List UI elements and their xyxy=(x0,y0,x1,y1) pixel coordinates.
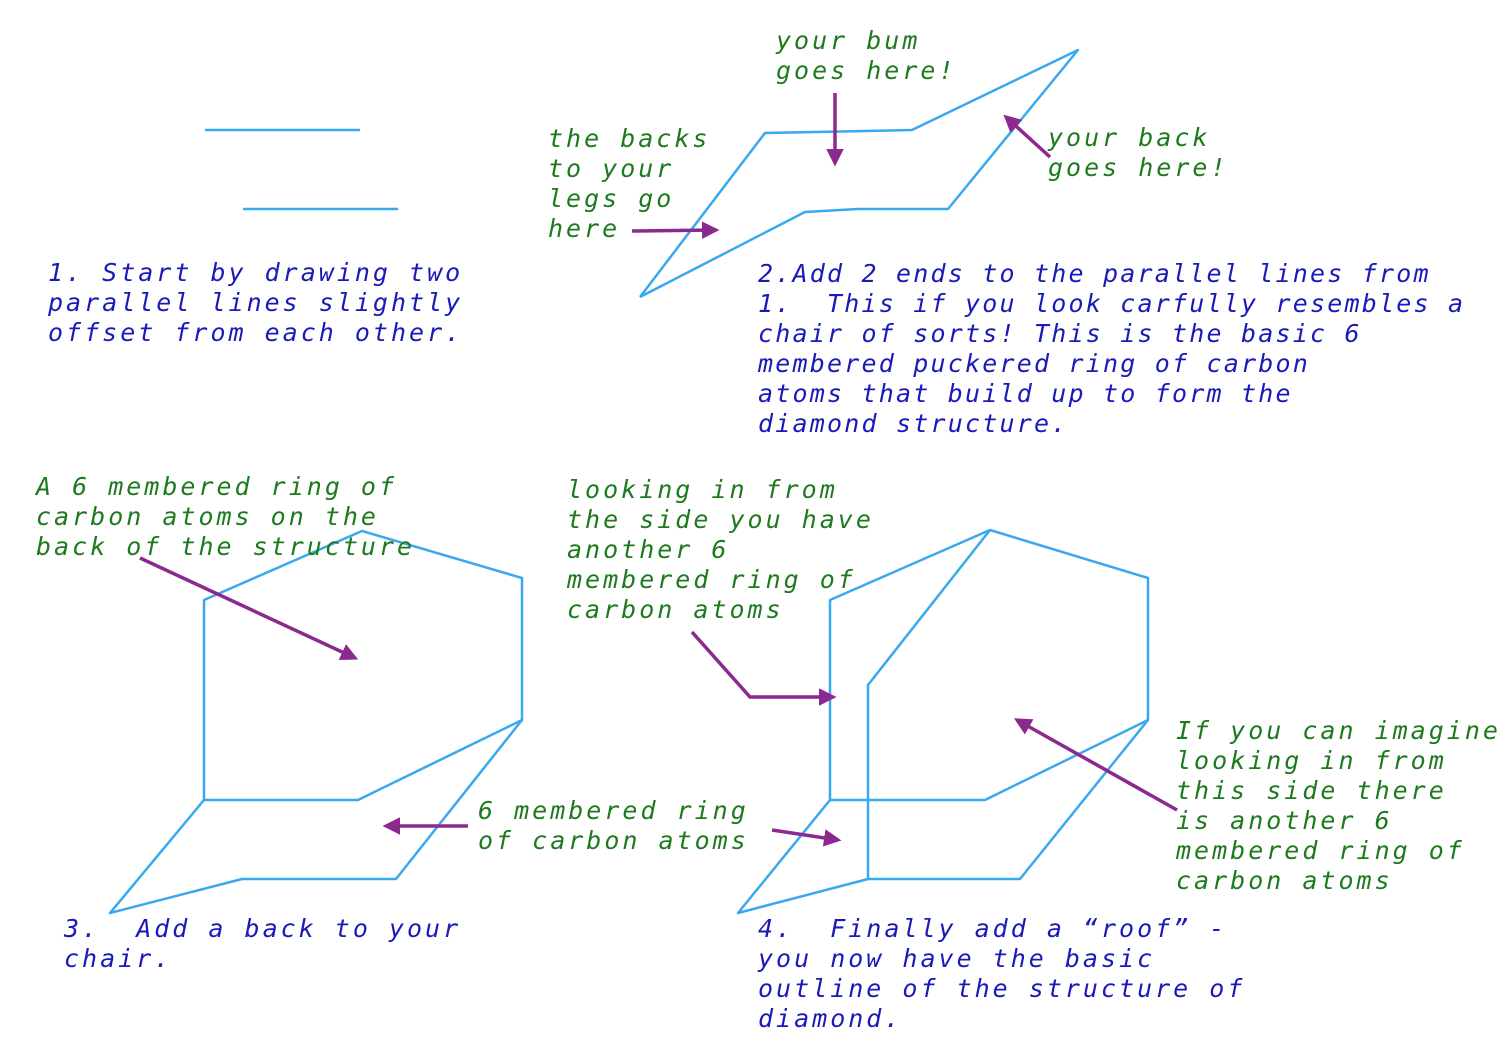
step3-arrows xyxy=(139,556,468,835)
step3-chair-with-back xyxy=(108,529,524,915)
step4-diamond-outline xyxy=(736,528,1150,915)
step1-caption: 1. Start by drawing two parallel lines s… xyxy=(48,258,464,347)
side-ring-note: looking in from the side you have anothe… xyxy=(567,475,874,624)
legs-arrow xyxy=(631,221,720,239)
step4-caption: 4. Finally add a “roof” - you now have t… xyxy=(758,914,1246,1033)
right-ring-note: If you can imagine looking in from this … xyxy=(1176,716,1500,895)
bum-note: your bum goes here! xyxy=(776,26,957,85)
legs-note: the backs to your legs go here xyxy=(548,124,711,243)
back-arrow xyxy=(1003,114,1052,159)
roof-line xyxy=(866,529,991,879)
back-ring xyxy=(202,529,524,802)
back-ring-note: A 6 membered ring of carbon atoms on the… xyxy=(36,472,416,561)
side-ring-arrow xyxy=(690,630,837,706)
bottom-ring-arrow xyxy=(771,828,842,847)
step3-caption: 3. Add a back to your chair. xyxy=(64,914,462,973)
step1-parallel-lines xyxy=(205,128,398,211)
step4-arrows xyxy=(690,630,1178,847)
front-ring xyxy=(828,528,1150,802)
back-note: your back goes here! xyxy=(1048,123,1229,182)
step2-arrows xyxy=(631,93,1052,239)
right-ring-arrow xyxy=(1013,718,1178,812)
back-ring-arrow xyxy=(139,556,359,661)
step2-caption: 2.Add 2 ends to the parallel lines from … xyxy=(758,259,1466,438)
seat-ring-note: 6 membered ring of carbon atoms xyxy=(478,796,749,855)
